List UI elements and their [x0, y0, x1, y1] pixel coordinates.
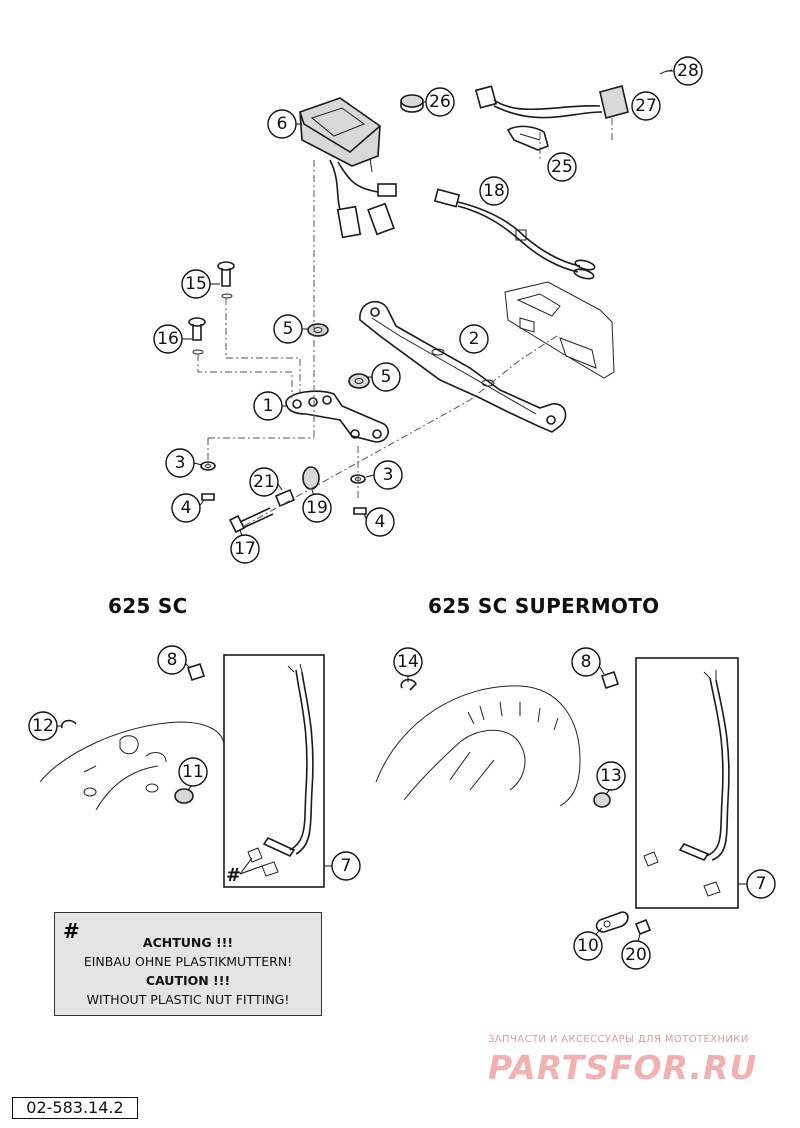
variant-label-625-sc: 625 SC	[108, 594, 188, 618]
watermark-tagline: ЗАПЧАСТИ И АКСЕССУАРЫ ДЛЯ МОТОТЕХНИКИ	[488, 1034, 749, 1045]
svg-text:16: 16	[157, 329, 179, 349]
rubber-grommet-lower	[348, 373, 370, 389]
svg-text:7: 7	[341, 856, 352, 876]
callout-8-right: 8	[571, 647, 605, 677]
svg-text:2: 2	[469, 329, 480, 349]
svg-text:19: 19	[306, 498, 328, 518]
callout-3-right: 3	[365, 460, 403, 490]
note-achtung: ACHTUNG !!!	[142, 935, 234, 950]
svg-text:10: 10	[577, 936, 599, 956]
note-without: WITHOUT PLASTIC NUT FITTING!	[86, 992, 290, 1007]
brake-disc-sc	[39, 721, 225, 811]
svg-text:6: 6	[277, 114, 288, 134]
callout-2: 2	[459, 324, 489, 354]
instrument-bracket-part	[285, 390, 389, 443]
callout-5-lower: 5	[368, 362, 401, 392]
callout-18: 18	[479, 176, 509, 206]
svg-text:21: 21	[253, 472, 275, 492]
callout-13: 13	[596, 761, 626, 795]
svg-text:3: 3	[175, 453, 186, 473]
note-symbol: #	[63, 919, 80, 943]
callout-21: 21	[249, 467, 283, 497]
svg-text:26: 26	[429, 92, 451, 112]
svg-text:15: 15	[185, 274, 207, 294]
svg-text:5: 5	[283, 319, 294, 339]
nut-4-left	[201, 493, 215, 501]
watermark-logo: PARTSFOR.RU	[488, 1048, 758, 1087]
sensor-cable-assembly	[474, 69, 673, 151]
wheel-sensor-box-sc	[223, 654, 325, 888]
callout-14: 14	[393, 647, 423, 682]
spacer-21-part	[274, 488, 296, 508]
clip-8-left	[186, 662, 206, 682]
callout-26: 26	[424, 87, 455, 117]
clip-8-right	[600, 670, 620, 690]
svg-text:8: 8	[581, 652, 592, 672]
caution-note-box: # ACHTUNG !!! EINBAU OHNE PLASTIKMUTTERN…	[54, 912, 322, 1016]
screw-16-part	[188, 317, 206, 355]
svg-text:27: 27	[635, 96, 657, 116]
callout-8-left: 8	[157, 645, 191, 675]
svg-text:4: 4	[181, 498, 192, 518]
callout-4-right: 4	[363, 507, 395, 537]
cover-cap-part	[400, 94, 424, 113]
svg-text:5: 5	[381, 367, 392, 387]
callout-10: 10	[573, 927, 603, 961]
svg-text:14: 14	[397, 652, 419, 672]
svg-text:4: 4	[375, 512, 386, 532]
callout-11: 11	[178, 757, 208, 791]
variant-label-625-sc-supermoto: 625 SC SUPERMOTO	[428, 594, 660, 618]
svg-text:20: 20	[625, 945, 647, 965]
svg-text:12: 12	[32, 716, 54, 736]
callout-27: 27	[631, 91, 661, 121]
rubber-grommet-upper	[307, 323, 329, 337]
svg-text:13: 13	[600, 766, 622, 786]
mounting-plate-outline	[504, 281, 615, 379]
svg-text:3: 3	[383, 465, 394, 485]
callout-3-left: 3	[165, 448, 203, 478]
callout-25: 25	[547, 152, 577, 182]
note-einbau: EINBAU OHNE PLASTIKMUTTERN!	[83, 954, 293, 969]
callout-17: 17	[230, 529, 260, 564]
svg-text:25: 25	[551, 157, 573, 177]
note-caution: CAUTION !!!	[145, 973, 231, 988]
callout-4-left: 4	[171, 493, 205, 523]
callout-16: 16	[153, 324, 192, 354]
svg-text:8: 8	[167, 650, 178, 670]
speedometer-unit-part	[299, 97, 397, 239]
callout-20: 20	[621, 933, 651, 970]
callout-28: 28	[666, 56, 703, 86]
bushing-11	[174, 788, 194, 804]
callout-5-upper: 5	[273, 314, 308, 344]
drawing-number: 02-583.14.2	[12, 1097, 138, 1119]
svg-text:7: 7	[756, 874, 767, 894]
svg-text:18: 18	[483, 181, 505, 201]
nut-20-part	[634, 918, 652, 936]
callout-12: 12	[28, 711, 62, 741]
screw-15-part	[217, 261, 235, 299]
bushing-13	[593, 792, 611, 808]
harness-note-symbol: #	[226, 865, 241, 886]
svg-text:28: 28	[677, 61, 699, 81]
callout-19: 19	[302, 489, 332, 523]
cable-harness-part	[433, 188, 596, 280]
bracket-10-part	[595, 911, 629, 933]
wheel-sensor-box-supermoto	[635, 657, 739, 909]
callout-6: 6	[267, 109, 302, 139]
bolt-17-part	[228, 507, 274, 534]
svg-text:17: 17	[234, 539, 256, 559]
callout-7-left: 7	[324, 851, 361, 881]
svg-text:1: 1	[263, 396, 274, 416]
nut-4-right	[353, 507, 367, 515]
brake-disc-supermoto	[375, 685, 581, 807]
circlip-14	[400, 678, 417, 691]
long-bracket-part	[359, 300, 567, 433]
svg-text:11: 11	[182, 762, 204, 782]
assembly-guide-lines	[197, 118, 613, 527]
callout-1: 1	[253, 391, 288, 421]
callout-7-right: 7	[738, 869, 776, 899]
callout-15: 15	[181, 269, 220, 299]
